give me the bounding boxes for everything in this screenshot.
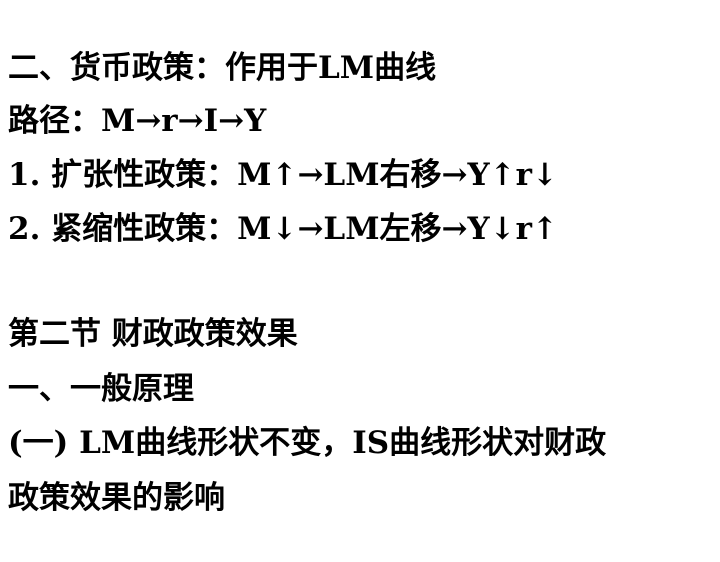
transmission-path: 路径：M→r→I→Y bbox=[8, 103, 267, 139]
general-principle-heading: 一、一般原理 bbox=[8, 371, 194, 407]
subheading-line-2: 政策效果的影响 bbox=[8, 480, 225, 516]
section-title: 第二节 财政政策效果 bbox=[8, 316, 298, 352]
expansionary-policy-item: 1. 扩张性政策：M↑→LM右移→Y↑r↓ bbox=[8, 157, 558, 193]
monetary-policy-heading: 二、货币政策：作用于LM曲线 bbox=[8, 50, 437, 86]
contractionary-policy-item: 2. 紧缩性政策：M↓→LM左移→Y↓r↑ bbox=[8, 211, 558, 247]
subheading-line-1: (一) LM曲线形状不变，IS曲线形状对财政 bbox=[8, 425, 607, 461]
